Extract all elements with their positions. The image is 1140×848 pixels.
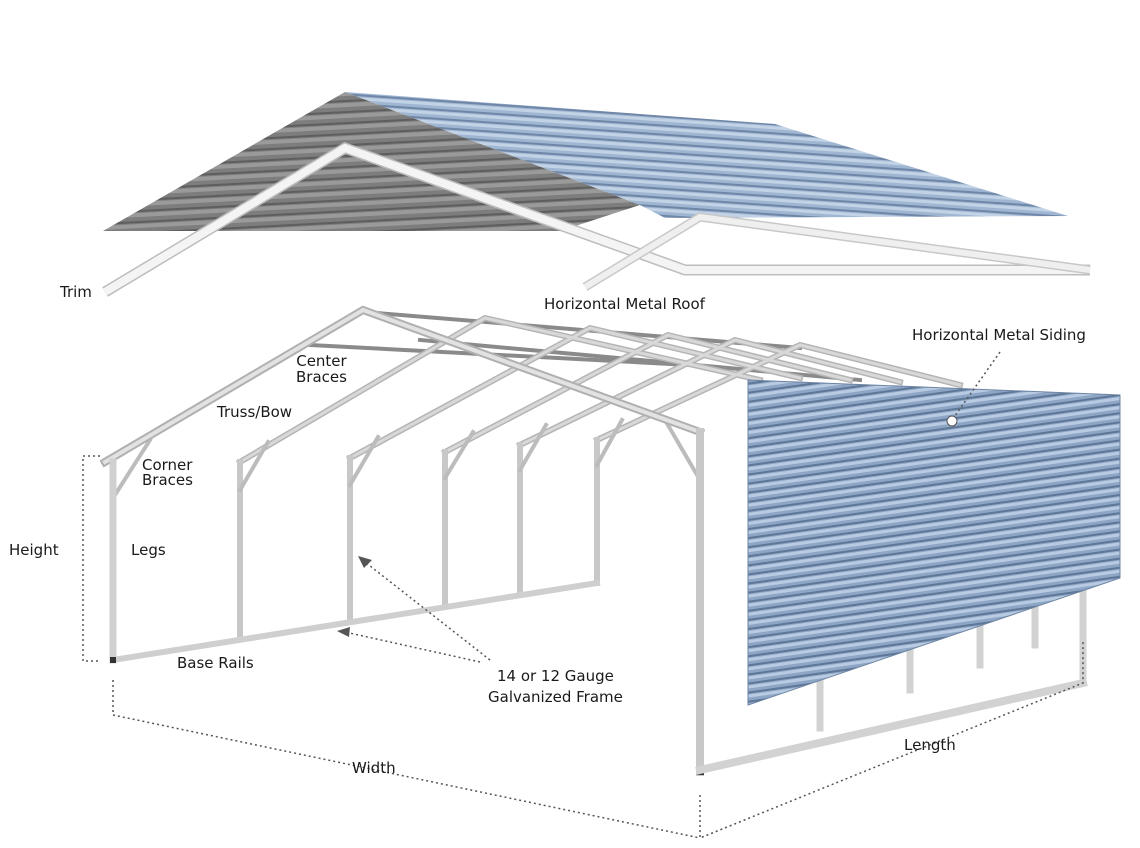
label-width: Width xyxy=(352,759,396,777)
arrow-icon xyxy=(337,627,350,637)
label-line: Braces xyxy=(296,368,347,386)
trim xyxy=(102,141,1091,297)
dimension-lines xyxy=(82,351,1084,840)
label-line: Braces xyxy=(142,471,193,489)
label-legs: Legs xyxy=(131,541,166,559)
label-base-rails: Base Rails xyxy=(177,654,254,672)
label-trim: Trim xyxy=(60,283,92,301)
arrow-icon xyxy=(358,556,372,568)
label-siding: Horizontal Metal Siding xyxy=(912,326,1086,344)
galvanized-frame xyxy=(99,305,1088,776)
siding-marker xyxy=(946,415,958,427)
gauge-leader-2 xyxy=(344,631,481,663)
label-line: 14 or 12 Gauge xyxy=(496,667,614,685)
label-length: Length xyxy=(904,736,956,754)
label-line: Corner xyxy=(142,456,193,474)
height-bracket xyxy=(82,455,100,662)
label-truss: Truss/Bow xyxy=(217,403,293,421)
siding-leader xyxy=(951,351,1001,421)
roof-blue-panel xyxy=(345,92,1068,218)
label-gauge: 14 or 12 Gauge Galvanized Frame xyxy=(488,666,623,708)
width-line xyxy=(112,680,701,839)
label-center-braces: Center Braces xyxy=(296,353,347,385)
label-line: Galvanized Frame xyxy=(488,688,623,706)
label-corner-braces: Corner Braces xyxy=(142,458,193,488)
length-line xyxy=(699,640,1084,840)
gauge-leader-1 xyxy=(364,561,491,661)
horizontal-metal-siding xyxy=(747,379,1121,706)
label-line: Center xyxy=(296,352,347,370)
label-roof: Horizontal Metal Roof xyxy=(544,295,705,313)
label-height: Height xyxy=(9,541,59,559)
